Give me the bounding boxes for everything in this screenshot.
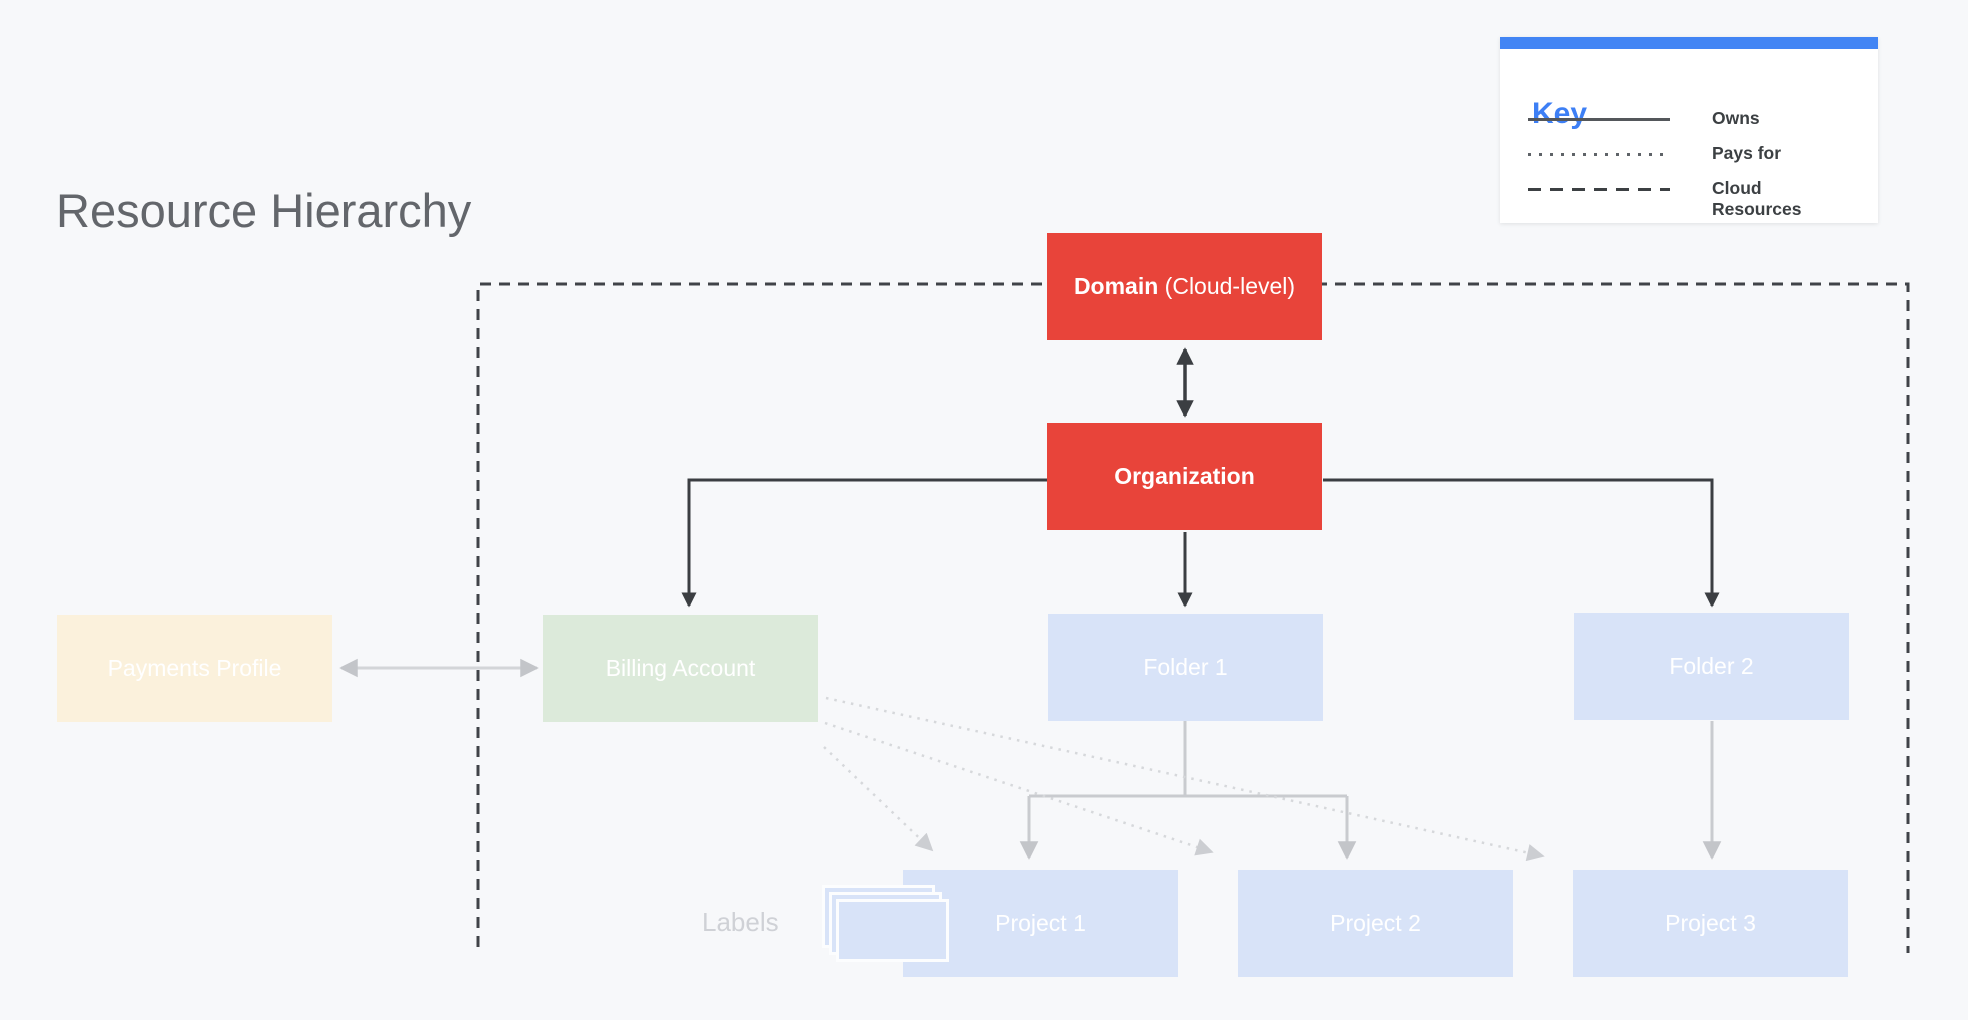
organization-label: Organization (1114, 463, 1255, 489)
domain-label-bold: Domain (1073, 273, 1159, 299)
key-accent-bar (1500, 37, 1878, 49)
pays-for-dotted-line-icon (1528, 153, 1670, 156)
folder1-branch-line (1029, 721, 1347, 798)
key-label-owns: Owns (1712, 108, 1760, 128)
project1-label: Project 1 (995, 910, 1086, 936)
domain-label-suffix: (Cloud-level) (1158, 273, 1296, 299)
project2-label: Project 2 (1330, 910, 1421, 936)
card-front (836, 899, 949, 962)
card-stack-icon (822, 885, 955, 968)
owns-solid-line-icon (1528, 118, 1670, 121)
billing-pays-for-project2-dotted-arrow (824, 721, 1214, 856)
node-payments-profile: Payments Profile (57, 615, 332, 722)
node-folder-2: Folder 2 (1574, 613, 1849, 720)
node-organization: Organization (1047, 423, 1322, 530)
project3-label: Project 3 (1665, 910, 1756, 936)
node-project-2: Project 2 (1238, 870, 1513, 977)
node-domain: Domain (Cloud-level) (1047, 233, 1322, 340)
page-title: Resource Hierarchy (56, 184, 472, 237)
cloud-resources-dashed-line-icon (1528, 188, 1670, 191)
node-project-3: Project 3 (1573, 870, 1848, 977)
billing-pays-for-project1-dotted-arrow (823, 746, 934, 852)
organization-billing-account-owns-arrow (681, 478, 1047, 608)
folder1-label: Folder 1 (1143, 654, 1228, 680)
organization-folder2-owns-arrow (1323, 478, 1720, 608)
labels-caption: Labels (702, 907, 779, 937)
key-label-pays-for: Pays for (1712, 143, 1782, 163)
legend-key-box: Key Owns Pays for Cloud Resources (1500, 37, 1878, 223)
node-folder-1: Folder 1 (1048, 614, 1323, 721)
payments-profile-label: Payments Profile (107, 655, 282, 681)
billing-pays-for-project3-dotted-arrow (825, 696, 1545, 862)
node-billing-account: Billing Account (543, 615, 818, 722)
billing-account-label: Billing Account (605, 655, 756, 681)
key-title: Key (1532, 97, 1588, 130)
key-label-cloud-resources: Cloud Resources (1712, 178, 1802, 219)
folder2-label: Folder 2 (1669, 653, 1754, 679)
